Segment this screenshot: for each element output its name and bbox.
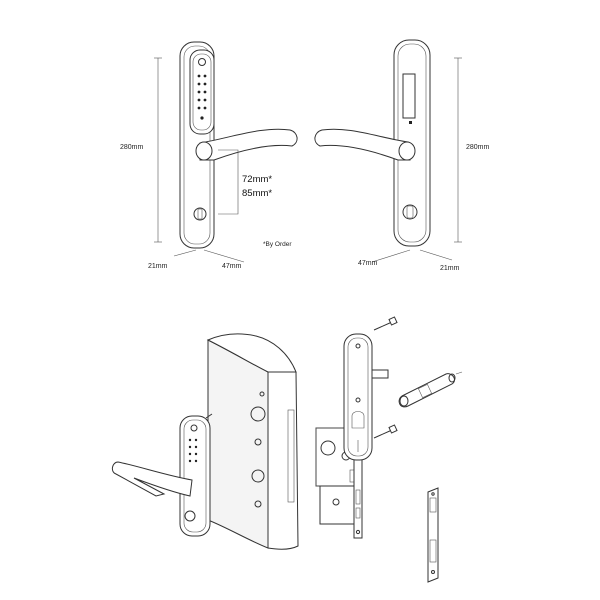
exploded-back-handle [343, 333, 389, 461]
front-lever-handle [199, 128, 298, 161]
mounting-screws [373, 316, 398, 439]
strike-plate [427, 487, 439, 583]
battery-compartment [402, 73, 416, 119]
euro-cylinder [398, 371, 463, 408]
front-width-label: 21mm [148, 263, 168, 270]
door-slab [207, 339, 269, 549]
option-85mm-label: 85mm* [242, 188, 272, 199]
front-key-cylinder-icon [193, 207, 207, 221]
front-keypad-panel [189, 49, 215, 135]
exploded-assembly-view [111, 316, 463, 583]
back-lever-handle [314, 128, 411, 161]
front-view: 280mm 72mm* 85mm* *By Order 2 [120, 41, 298, 270]
back-height-label: 280mm [466, 144, 490, 151]
option-72mm-label: 72mm* [242, 174, 272, 185]
front-height-label: 280mm [120, 144, 144, 151]
front-depth-label: 47mm [222, 263, 242, 270]
exploded-front-handle [111, 413, 213, 537]
back-depth-label: 47mm [358, 260, 378, 267]
thumb-turn-icon [402, 204, 418, 220]
by-order-note: *By Order [263, 241, 292, 248]
back-view: 280mm 47mm 21mm [314, 39, 490, 272]
fingerprint-reader-icon [198, 58, 206, 66]
keypad-buttons [197, 74, 207, 120]
back-width-label: 21mm [440, 265, 460, 272]
